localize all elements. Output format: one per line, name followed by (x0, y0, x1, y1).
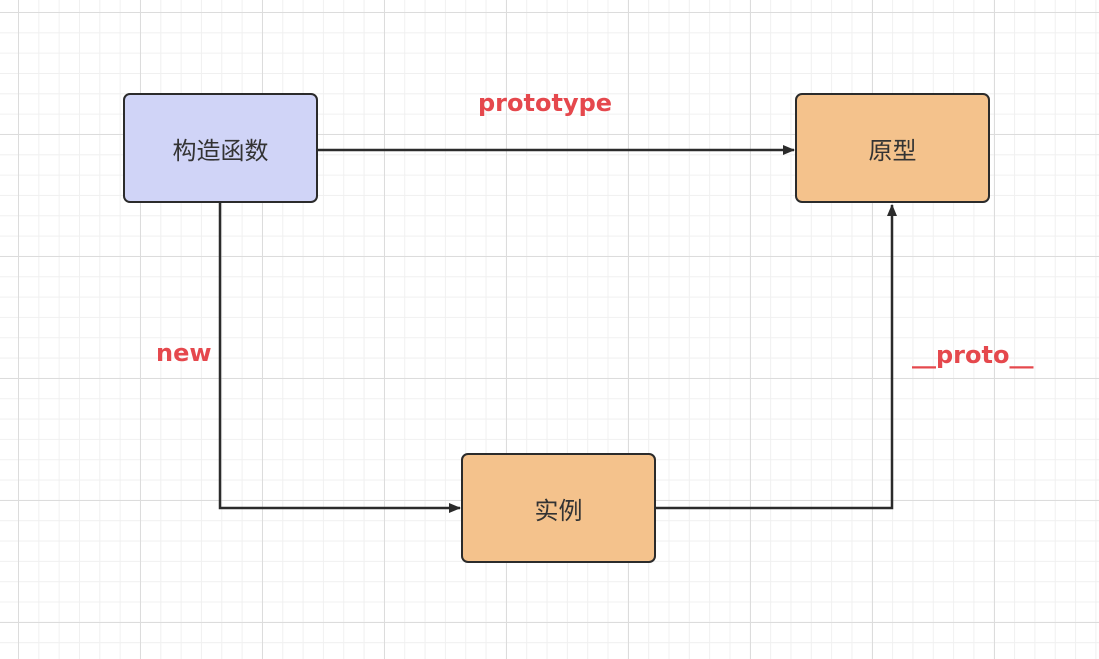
edge-new-line (218, 203, 461, 513)
prototype-node-label: 原型 (868, 136, 917, 165)
edge-prototype-label: prototype (478, 89, 613, 117)
constructor-node[interactable]: 构造函数 (123, 93, 318, 203)
edge-proto-line (656, 204, 897, 510)
edge-proto-label: __proto__ (912, 341, 1034, 369)
prototype-node[interactable]: 原型 (795, 93, 990, 203)
instance-node-label: 实例 (534, 496, 583, 525)
edge-new-label: new (156, 339, 212, 367)
constructor-node-label: 构造函数 (172, 136, 269, 165)
instance-node[interactable]: 实例 (461, 453, 656, 563)
